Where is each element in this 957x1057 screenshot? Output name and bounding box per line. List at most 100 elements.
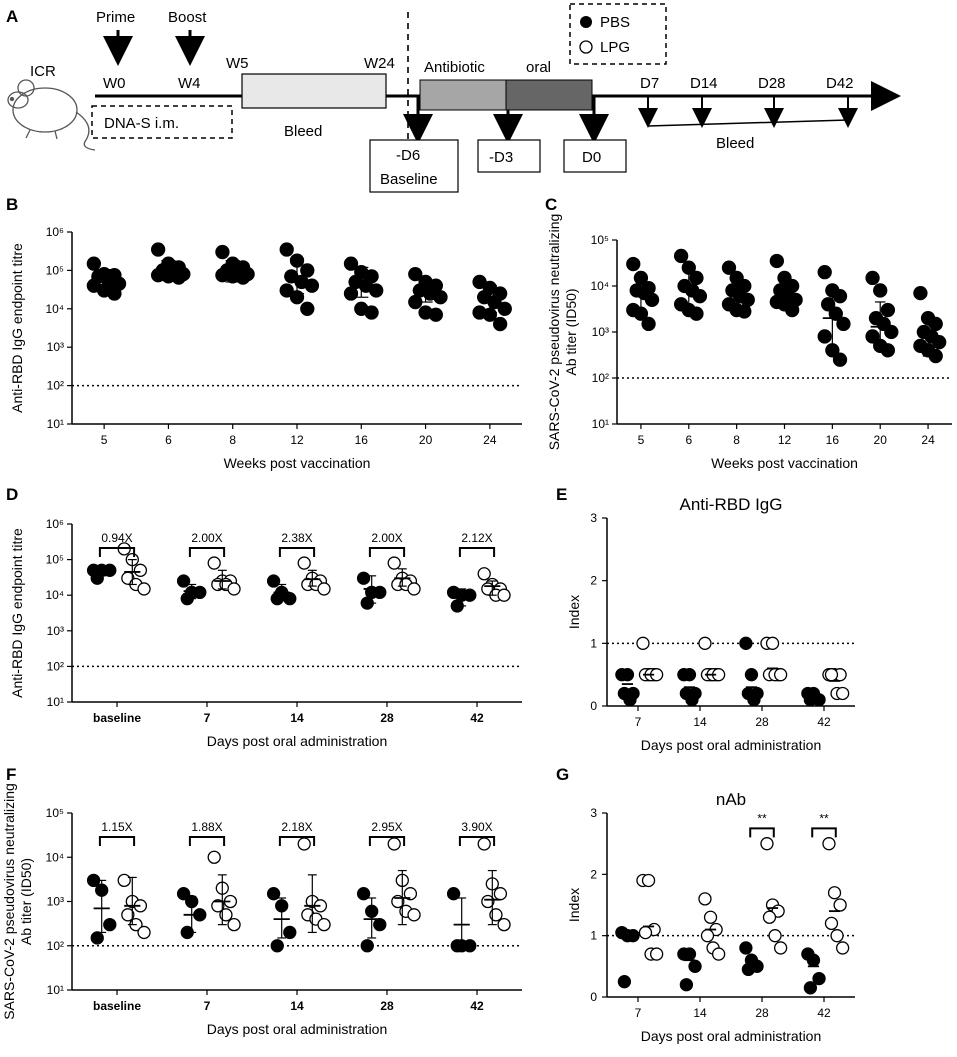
bleed-bar-1 [241, 73, 387, 109]
data-point-filled [641, 316, 656, 332]
data-point-filled [865, 270, 880, 286]
data-point-filled [283, 925, 297, 940]
x-axis-label: Days post oral administration [207, 733, 388, 749]
dna-label: DNA-S i.m. [104, 115, 179, 132]
fold-label: 1.88X [191, 820, 222, 834]
d7-label: D7 [640, 75, 659, 92]
data-point-open [773, 941, 788, 955]
data-point-filled [266, 887, 281, 901]
panel-title: Anti-RBD IgG [680, 495, 783, 514]
data-point-filled [817, 265, 832, 280]
fold-bracket [278, 547, 316, 557]
y-tick-label: 10³ [47, 340, 64, 354]
y-tick-label: 10⁵ [46, 806, 64, 820]
data-point-open [297, 837, 311, 851]
data-point-filled [689, 306, 704, 321]
data-point-filled [880, 302, 896, 318]
antibiotic-bar [419, 79, 507, 111]
x-tick-label: 16 [826, 433, 840, 447]
fold-bracket [458, 836, 496, 846]
data-point-filled [747, 693, 761, 707]
y-tick-label: 3 [590, 511, 597, 525]
d3-label: -D3 [489, 149, 513, 166]
x-tick-label: 28 [755, 1006, 769, 1020]
x-tick-label: baseline [93, 999, 141, 1013]
y-axis-label: Anti-RBD IgG endpoint titre [9, 243, 25, 413]
data-point-filled [928, 316, 943, 332]
data-point-filled [279, 242, 294, 257]
x-tick-label: 7 [204, 999, 211, 1013]
panel-letter-g: G [556, 765, 569, 784]
w0-label: W0 [103, 75, 126, 92]
data-point-open [760, 837, 774, 851]
bleed-label-1: Bleed [284, 123, 322, 140]
data-point-filled [884, 324, 899, 340]
data-point-filled [623, 693, 637, 707]
data-point-filled [673, 248, 689, 264]
fold-label: 3.90X [461, 820, 492, 834]
fold-bracket [98, 547, 136, 557]
data-point-open [207, 556, 221, 570]
data-point-open [387, 837, 401, 851]
y-tick-label: 10⁵ [46, 263, 64, 277]
data-point-open [768, 929, 782, 943]
legend-box [569, 3, 667, 65]
y-tick-label: 10² [592, 371, 609, 385]
data-point-filled [369, 283, 384, 298]
x-axis-label: Days post oral administration [641, 1028, 822, 1044]
data-point-filled [744, 668, 759, 682]
panel-letter-f: F [6, 765, 16, 784]
data-point-filled [769, 253, 784, 269]
data-point-filled [806, 953, 821, 967]
y-tick-label: 10⁶ [46, 225, 64, 239]
x-axis-label: Days post oral administration [641, 737, 822, 753]
data-point-filled [343, 286, 359, 301]
y-tick-label: 10¹ [47, 983, 64, 997]
data-point-filled [270, 939, 284, 953]
x-tick-label: 24 [921, 433, 935, 447]
data-point-filled [832, 352, 848, 367]
baseline-label: Baseline [380, 171, 438, 188]
data-point-filled [682, 947, 697, 961]
data-point-open [227, 582, 241, 596]
data-point-filled [932, 335, 947, 350]
prime-label: Prime [96, 9, 135, 26]
data-point-open [703, 910, 718, 924]
legend-open-marker [579, 40, 593, 54]
x-tick-label: 12 [778, 433, 792, 447]
w4-label: W4 [178, 75, 201, 92]
d0-label: D0 [582, 149, 601, 166]
x-tick-label: 5 [638, 433, 645, 447]
data-point-filled [617, 975, 632, 989]
fold-label: 2.95X [371, 820, 402, 834]
x-tick-label: 20 [419, 433, 433, 447]
data-point-filled [913, 285, 928, 301]
fold-bracket [368, 836, 406, 846]
panel-a-schematic: A ICR Prime Boost W0 W4 W5 W24 DNA-S i.m… [6, 3, 901, 193]
sampling-arrows [638, 96, 858, 128]
data-point-open [121, 908, 135, 922]
fold-label: 2.00X [191, 531, 222, 545]
d42-label: D42 [826, 75, 854, 92]
fold-bracket [368, 547, 406, 557]
data-point-open [117, 873, 131, 888]
x-tick-label: 14 [693, 715, 707, 729]
y-axis-label: Ab titer (ID50) [18, 858, 34, 945]
oral-bar [505, 79, 593, 111]
dna-box [91, 105, 233, 139]
d0-box [563, 139, 627, 173]
x-tick-label: 5 [101, 433, 108, 447]
x-tick-label: 6 [165, 433, 172, 447]
fold-bracket [188, 547, 226, 557]
data-point-open [698, 636, 712, 650]
data-point-filled [304, 278, 320, 293]
data-point-open [830, 929, 844, 943]
y-axis-label: Index [566, 595, 582, 629]
legend-pbs: PBS [600, 14, 630, 31]
fold-label: 2.00X [371, 531, 402, 545]
data-point-open [822, 837, 836, 851]
x-axis-label: Weeks post vaccination [711, 455, 858, 471]
